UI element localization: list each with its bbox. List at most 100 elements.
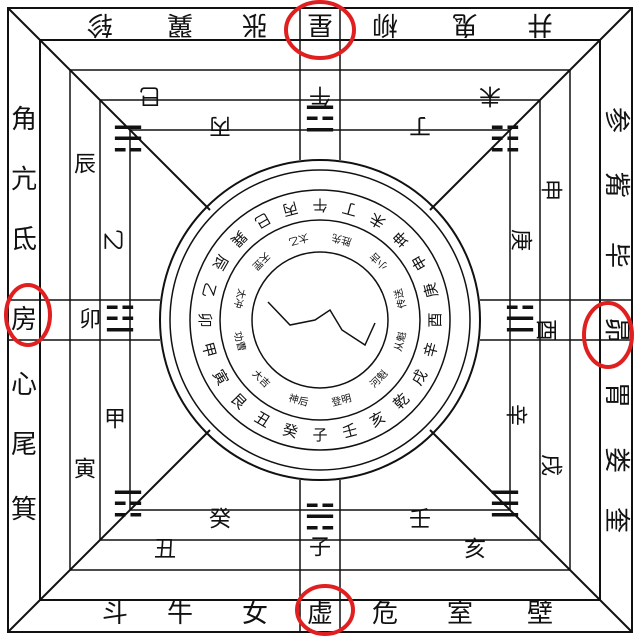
outer-巳: 巳 <box>139 83 161 108</box>
god-从魁: 从魁 <box>391 330 409 353</box>
highlight-虚 <box>295 584 355 636</box>
diagonal-tl <box>7 7 211 211</box>
mansion-氐: 氐 <box>11 225 37 255</box>
mansion-亢: 亢 <box>11 165 37 195</box>
outer-辛: 辛 <box>503 404 528 426</box>
ring-壬-11: 壬 <box>340 420 359 441</box>
mansion-翼: 翼 <box>167 9 193 39</box>
mansion-band-inner <box>39 39 601 601</box>
mansion-星: 星 <box>307 9 333 39</box>
mansion-房: 房 <box>11 305 37 335</box>
outer-申: 申 <box>538 179 563 201</box>
trigram-gen-icon: ☶ <box>112 485 144 526</box>
outer-卯: 卯 <box>79 308 101 333</box>
trigram-dui-icon: ☱ <box>504 300 536 341</box>
mansion-室: 室 <box>447 599 473 629</box>
ring-巽-21: 巽 <box>227 227 250 250</box>
ring-丙-23: 丙 <box>281 198 300 219</box>
ring-酉-6: 酉 <box>426 312 444 327</box>
trigram-zhen-icon: ☳ <box>104 300 136 341</box>
mansion-昴: 昴 <box>601 317 631 343</box>
highlight-昴 <box>582 301 634 369</box>
band-2 <box>69 69 571 571</box>
mansion-轸: 轸 <box>87 9 113 39</box>
circle-2 <box>169 169 471 471</box>
god-神后: 神后 <box>287 391 310 409</box>
ring-申-4: 申 <box>408 251 431 273</box>
circle-outer <box>159 159 481 481</box>
trigram-kan-icon: ☵ <box>304 498 336 539</box>
outer-午: 午 <box>309 83 331 108</box>
trigram-xun-icon: ☴ <box>112 120 144 161</box>
ring-卯-18: 卯 <box>196 312 214 327</box>
highlight-星 <box>284 0 356 60</box>
diagonal-bl <box>7 429 211 633</box>
mansion-胃: 胃 <box>601 382 631 408</box>
god-太乙: 太乙 <box>287 231 310 249</box>
mansion-觜: 觜 <box>601 172 631 198</box>
band-4 <box>129 129 511 511</box>
highlight-房 <box>4 283 52 347</box>
ring-子-12: 子 <box>312 426 327 444</box>
god-河魁: 河魁 <box>367 367 390 390</box>
outer-癸: 癸 <box>209 508 231 533</box>
ring-巳-22: 巳 <box>251 209 273 232</box>
big-dipper-figure <box>267 301 376 347</box>
outer-丑: 丑 <box>154 538 176 563</box>
outer-亥: 亥 <box>464 538 486 563</box>
god-功曹: 功曹 <box>231 330 249 353</box>
god-小吉: 小吉 <box>368 250 391 273</box>
band-3 <box>99 99 541 541</box>
mansion-角: 角 <box>11 105 37 135</box>
mansion-鬼: 鬼 <box>452 9 478 39</box>
mansion-壁: 壁 <box>527 599 553 629</box>
god-登明: 登明 <box>330 391 353 409</box>
outer-戌: 戌 <box>538 454 563 476</box>
mansion-牛: 牛 <box>167 599 193 629</box>
outer-壬: 壬 <box>409 508 431 533</box>
mansion-箕: 箕 <box>11 495 37 525</box>
mansion-奎: 奎 <box>601 507 631 533</box>
mansion-参: 参 <box>601 107 631 133</box>
outer-乙: 乙 <box>103 229 128 251</box>
ring-艮-15: 艮 <box>227 390 250 413</box>
ring-癸-13: 癸 <box>281 420 300 441</box>
outer-子: 子 <box>309 536 331 561</box>
mansion-毕: 毕 <box>601 242 631 268</box>
ring-戌-8: 戌 <box>408 366 431 388</box>
god-胜先: 胜先 <box>330 231 352 248</box>
outer-辰: 辰 <box>74 153 96 178</box>
ring-午-0: 午 <box>312 196 327 214</box>
circle-3 <box>189 189 451 451</box>
trigram-qian-icon: ☰ <box>489 485 521 526</box>
ring-未-2: 未 <box>366 209 388 232</box>
ring-乙-19: 乙 <box>198 281 219 300</box>
mansion-娄: 娄 <box>601 447 631 473</box>
mansion-女: 女 <box>242 599 268 629</box>
circle-inner <box>251 251 389 389</box>
ring-庚-5: 庚 <box>420 281 441 300</box>
mansion-斗: 斗 <box>102 599 128 629</box>
god-大吉: 大吉 <box>250 367 273 390</box>
ring-坤-3: 坤 <box>390 227 413 250</box>
ring-寅-16: 寅 <box>209 366 232 388</box>
mansion-心: 心 <box>11 370 37 400</box>
ring-甲-17: 甲 <box>198 340 219 359</box>
trigram-kun-icon: ☷ <box>489 120 521 161</box>
outer-未: 未 <box>479 83 501 108</box>
outer-丁: 丁 <box>409 113 431 138</box>
mansion-虚: 虚 <box>307 599 333 629</box>
mansion-柳: 柳 <box>372 9 398 39</box>
outer-甲: 甲 <box>104 408 126 433</box>
circle-4 <box>219 219 421 421</box>
ring-乾-9: 乾 <box>390 390 413 413</box>
ring-辛-7: 辛 <box>420 340 441 359</box>
ring-丁-1: 丁 <box>340 198 359 219</box>
outer-寅: 寅 <box>74 458 96 483</box>
ring-亥-10: 亥 <box>366 408 388 431</box>
mansion-尾: 尾 <box>11 430 37 460</box>
mansion-井: 井 <box>527 9 553 39</box>
ring-辰-20: 辰 <box>209 251 232 273</box>
